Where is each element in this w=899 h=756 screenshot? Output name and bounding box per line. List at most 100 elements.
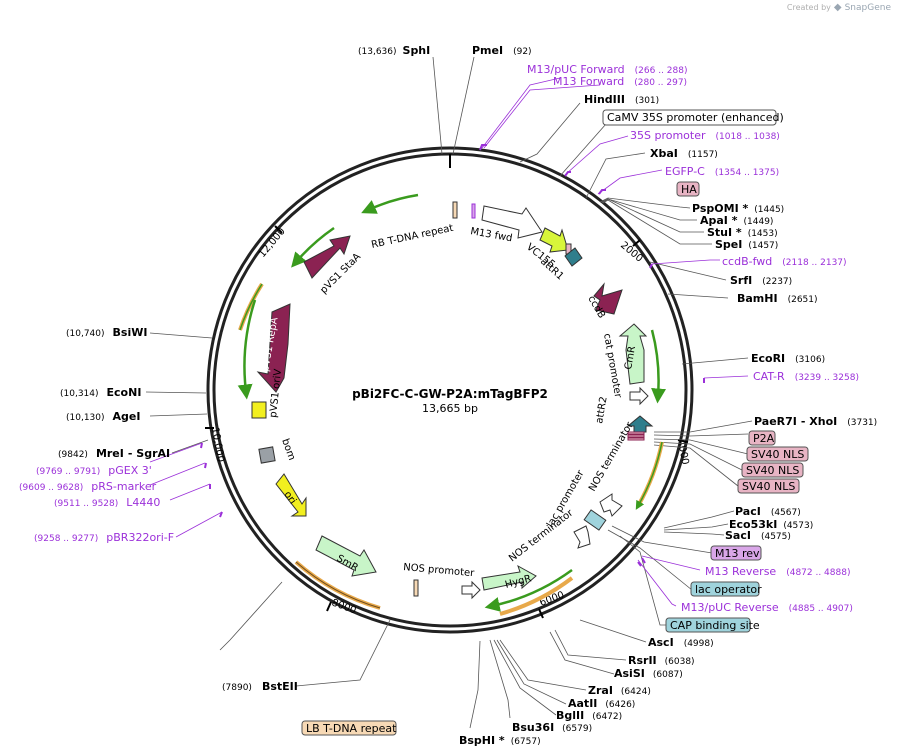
lac-promoter-shape bbox=[573, 525, 591, 549]
primer-m13-puc-reverse[interactable]: M13/pUC Reverse(4885 .. 4907) bbox=[681, 601, 853, 614]
boxed-lb-tdna-repeat-text: LB T-DNA repeat bbox=[306, 722, 397, 735]
primer-35s-promoter[interactable]: 35S promoter(1018 .. 1038) bbox=[630, 129, 780, 142]
site-pmei[interactable]: PmeI(92) bbox=[472, 44, 532, 57]
tick-marks bbox=[205, 154, 689, 619]
site-ecori[interactable]: EcoRI(3106) bbox=[751, 352, 825, 365]
boxed-ha-text: HA bbox=[681, 183, 697, 196]
feature-label-bom: bom bbox=[279, 437, 297, 462]
site-apai[interactable]: ApaI *(1449) bbox=[700, 214, 773, 227]
tick-12000 bbox=[274, 225, 283, 234]
primer-m13-reverse[interactable]: M13 Reverse(4872 .. 4888) bbox=[705, 565, 850, 578]
tick-4000 bbox=[677, 439, 689, 443]
boxed-sv40-nls-3-text: SV40 NLS bbox=[742, 480, 795, 493]
site-asci[interactable]: AscI(4998) bbox=[648, 636, 714, 649]
tick-label-2000: 2000 bbox=[618, 240, 645, 265]
site-agei[interactable]: (10,130)AgeI bbox=[66, 410, 140, 423]
site-bsu36i[interactable]: Bsu36I(6579) bbox=[512, 721, 592, 734]
primer-egfp-c[interactable]: EGFP-C(1354 .. 1375) bbox=[665, 165, 779, 178]
orf-nos-term-orange bbox=[636, 441, 664, 507]
site-bglii[interactable]: BglII(6472) bbox=[556, 709, 622, 722]
site-asisi[interactable]: AsiSI(6087) bbox=[614, 667, 683, 680]
site-mrei-sgrai[interactable]: (9842)MreI- SgrAI bbox=[58, 447, 170, 460]
site-stui[interactable]: StuI *(1453) bbox=[707, 226, 778, 239]
orf-hygr-orange bbox=[499, 576, 574, 616]
boxed-sv40-nls-1-text: SV40 NLS bbox=[751, 448, 804, 461]
site-rsrii[interactable]: RsrII(6038) bbox=[628, 654, 695, 667]
orf-staa bbox=[361, 193, 419, 214]
feature-shapes bbox=[251, 201, 654, 600]
bom-shape bbox=[258, 446, 276, 464]
camv-35s-promoter-shape bbox=[481, 205, 543, 239]
boxed-lb-tdna-repeat[interactable]: LB T-DNA repeat bbox=[301, 720, 397, 736]
tick-8000 bbox=[326, 601, 332, 612]
site-paci[interactable]: PacI(4567) bbox=[735, 505, 801, 518]
orf-repa bbox=[237, 299, 257, 400]
pvs1-repa-shape bbox=[256, 303, 291, 393]
primer-l4440[interactable]: (9511 .. 9528)L4440 bbox=[54, 496, 160, 509]
site-bsphi[interactable]: BspHI *(6757) bbox=[459, 734, 541, 747]
boxed-lac-operator-text: lac operator bbox=[695, 583, 762, 596]
nos-promoter-shape bbox=[461, 580, 481, 600]
boxed-m13-rev-text: M13 rev bbox=[715, 547, 760, 560]
boxed-camv-35s-promoter[interactable]: CaMV 35S promoter (enhanced) bbox=[602, 109, 784, 126]
boxed-sv40-nls-1[interactable]: SV40 NLS bbox=[746, 446, 809, 462]
boxed-camv-35s-promoter-text: CaMV 35S promoter (enhanced) bbox=[607, 111, 784, 124]
site-bsiwi[interactable]: (10,740)BsiWI bbox=[66, 326, 147, 339]
backbone-outer bbox=[206, 146, 694, 634]
tick-label-4000: 4000 bbox=[675, 439, 690, 466]
site-pspomi[interactable]: PspOMI *(1445) bbox=[692, 202, 784, 215]
orf-repa-outer-line bbox=[239, 283, 263, 331]
site-labels: (13,636)SphI PmeI(92) HindIII(301) XbaI(… bbox=[58, 44, 877, 747]
boxed-sv40-nls-2[interactable]: SV40 NLS bbox=[741, 462, 804, 478]
primer-pgex-3[interactable]: (9769 .. 9791)pGEX 3' bbox=[36, 464, 152, 477]
boxed-cap-binding-site-text: CAP binding site bbox=[670, 619, 760, 632]
site-bsteii[interactable]: (7890)BstEII bbox=[222, 680, 298, 693]
snapgene-logo-icon: ◆ bbox=[833, 2, 842, 13]
orf-repa-outer bbox=[238, 282, 264, 331]
boxed-cap-binding-site[interactable]: CAP binding site bbox=[665, 617, 760, 633]
orf-staa-2 bbox=[291, 226, 335, 268]
plasmid-name: pBi2FC-C-GW-P2A:mTagBFP2 bbox=[352, 387, 548, 401]
lb-tdna-repeat-shape bbox=[413, 579, 419, 597]
site-eco53ki[interactable]: Eco53kI(4573) bbox=[729, 518, 813, 531]
feature-label-nos-promoter: NOS promoter bbox=[403, 562, 476, 579]
nos-terminator-shape-1 bbox=[599, 493, 623, 517]
feature-label-attr2: attR2 bbox=[594, 396, 610, 425]
site-spei[interactable]: SpeI(1457) bbox=[715, 238, 778, 251]
cat-promoter-shape bbox=[629, 386, 649, 406]
boxed-p2a[interactable]: P2A bbox=[748, 430, 776, 446]
site-srfi[interactable]: SrfI(2237) bbox=[730, 274, 792, 287]
site-econi[interactable]: (10,314)EcoNI bbox=[60, 386, 141, 399]
primer-prs-marker[interactable]: (9609 .. 9628)pRS-marker bbox=[19, 480, 157, 493]
ori-shape bbox=[275, 473, 307, 517]
boxed-m13-rev[interactable]: M13 rev bbox=[710, 545, 762, 561]
feature-label-rb-tdna: RB T-DNA repeat bbox=[370, 223, 454, 251]
boxed-sv40-nls-3[interactable]: SV40 NLS bbox=[737, 478, 800, 494]
orf-hygr bbox=[484, 568, 573, 612]
site-bamhi[interactable]: BamHI(2651) bbox=[737, 292, 818, 305]
ccdb-shape bbox=[593, 282, 623, 315]
lac-operator-shape bbox=[583, 509, 607, 531]
primer-cat-r[interactable]: CAT-R(3239 .. 3258) bbox=[753, 370, 859, 383]
primer-m13-puc-forward[interactable]: M13/pUC Forward(266 .. 288) bbox=[527, 63, 687, 76]
site-sphi[interactable]: (13,636)SphI bbox=[358, 44, 430, 57]
site-aatii[interactable]: AatII(6426) bbox=[568, 697, 635, 710]
boxed-lac-operator[interactable]: lac operator bbox=[690, 581, 762, 597]
site-hindiii[interactable]: HindIII(301) bbox=[584, 93, 659, 106]
site-xbai[interactable]: XbaI(1157) bbox=[650, 147, 718, 160]
primer-ccdb-fwd[interactable]: ccdB-fwd(2118 .. 2137) bbox=[722, 255, 847, 268]
site-saci[interactable]: SacI(4575) bbox=[725, 529, 791, 542]
rb-tdna-repeat-shape bbox=[452, 201, 458, 219]
feature-label-nos-terminator-2: NOS terminator bbox=[507, 507, 576, 564]
boxed-ha[interactable]: HA bbox=[676, 181, 700, 197]
boxed-labels: CaMV 35S promoter (enhanced) HA P2A SV40… bbox=[301, 109, 809, 736]
site-zrai[interactable]: ZraI(6424) bbox=[588, 684, 651, 697]
site-paer7i-xhoi[interactable]: PaeR7I- XhoI(3731) bbox=[754, 415, 877, 428]
pvs1-staa-shape bbox=[303, 235, 351, 279]
primer-m13-forward[interactable]: M13 Forward(280 .. 297) bbox=[553, 75, 687, 88]
primer-pbr322ori-f[interactable]: (9258 .. 9277)pBR322ori-F bbox=[34, 531, 174, 544]
orf-arrows bbox=[237, 193, 667, 616]
attr2-shape bbox=[626, 415, 654, 433]
orf-nos-term-line bbox=[635, 441, 663, 510]
